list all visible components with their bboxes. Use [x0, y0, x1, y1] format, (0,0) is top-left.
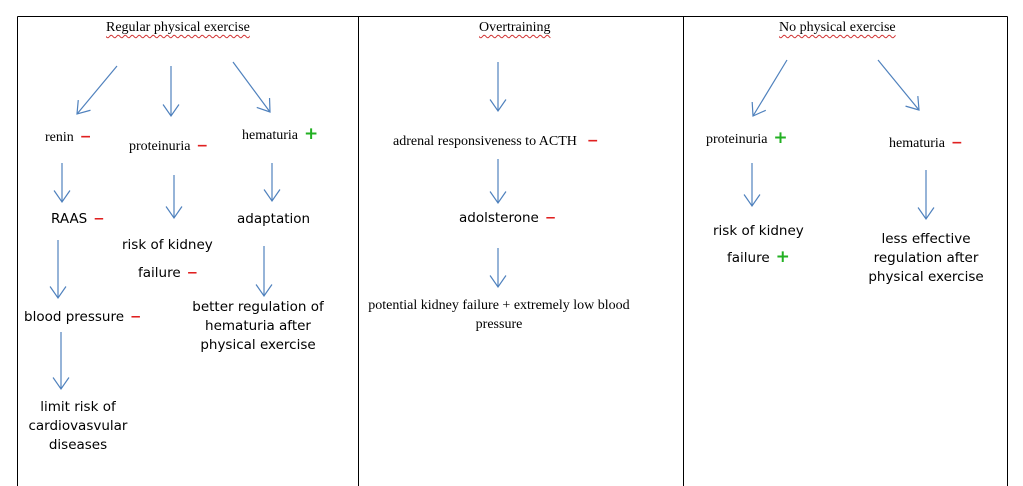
arrow-to-hematuria-noex-icon [877, 59, 920, 111]
minus-sign: − [196, 138, 209, 154]
minus-sign: − [544, 210, 557, 226]
table-border [17, 16, 1008, 486]
node-risk-kidney-noex-line2: failure + [727, 248, 790, 268]
arrow-to-adrenal-icon [489, 62, 507, 113]
arrow-to-hematuria-icon [232, 61, 271, 113]
minus-sign: − [950, 135, 963, 151]
node-blood-pressure: blood pressure− [24, 308, 141, 327]
column-header-no-exercise: No physical exercise [779, 20, 896, 36]
arrow-hematuria-to-less-effective-icon [917, 170, 935, 221]
node-risk-kidney-line2: failure− [138, 264, 198, 283]
minus-sign: − [130, 309, 142, 325]
node-hematuria: hematuria + [242, 125, 318, 145]
node-label: limit risk of cardiovasvular diseases [28, 399, 128, 453]
node-label: proteinuria [129, 139, 191, 154]
arrow-to-proteinuria-icon [162, 66, 180, 118]
node-label: risk of kidney [122, 237, 213, 253]
arrow-adaptation-to-better-regulation-icon [255, 246, 273, 298]
node-better-regulation: better regulation of hematuria after phy… [190, 298, 326, 355]
node-label: adaptation [237, 211, 311, 227]
node-limit-risk: limit risk of cardiovasvular diseases [20, 398, 136, 455]
node-label: failure [138, 265, 181, 281]
minus-sign: − [586, 133, 599, 149]
node-label: failure [727, 250, 770, 266]
node-label: less effective regulation after physical… [868, 231, 984, 285]
plus-sign: + [303, 124, 319, 144]
minus-sign: − [79, 129, 92, 145]
node-label: renin [45, 130, 74, 145]
node-hematuria-noex: hematuria− [889, 134, 963, 153]
column-header-overtraining: Overtraining [479, 20, 551, 36]
arrow-proteinuria-to-risk-noex-icon [743, 163, 761, 208]
node-risk-kidney-noex-line1: risk of kidney [713, 222, 804, 241]
node-adaptation: adaptation [237, 210, 310, 229]
node-label: blood pressure [24, 309, 125, 325]
plus-sign: + [773, 128, 788, 148]
node-less-effective-regulation: less effective regulation after physical… [864, 230, 988, 287]
node-proteinuria: proteinuria− [129, 137, 208, 156]
arrows [49, 59, 935, 391]
plus-sign: + [775, 247, 790, 267]
node-potential-kidney-failure: potential kidney failure + extremely low… [366, 296, 632, 334]
node-label: hematuria [889, 136, 945, 151]
arrow-proteinuria-to-risk-icon [165, 175, 183, 220]
column-header-regular: Regular physical exercise [106, 20, 250, 36]
header-label: Regular physical exercise [106, 20, 250, 35]
arrow-raas-to-blood-pressure-icon [49, 240, 67, 300]
node-label: hematuria [242, 128, 298, 143]
node-label: adolsterone [459, 210, 539, 226]
minus-sign: − [186, 265, 198, 281]
node-label: RAAS [51, 211, 88, 227]
node-adolsterone: adolsterone− [459, 209, 556, 228]
arrow-to-proteinuria-noex-icon [751, 59, 788, 117]
arrow-adolsterone-to-potential-icon [489, 248, 507, 289]
node-proteinuria-noex: proteinuria + [706, 129, 788, 149]
header-label: Overtraining [479, 20, 551, 35]
node-label: proteinuria [706, 132, 768, 147]
header-label: No physical exercise [779, 20, 896, 35]
minus-sign: − [93, 211, 105, 227]
arrow-hematuria-to-adaptation-icon [263, 163, 281, 203]
node-renin: renin− [45, 128, 92, 147]
arrow-blood-pressure-to-limit-risk-icon [52, 332, 70, 391]
arrow-adrenal-to-adolsterone-icon [489, 159, 507, 205]
node-label: better regulation of hematuria after phy… [192, 299, 324, 353]
node-adrenal-responsiveness: adrenal responsiveness to ACTH− [393, 132, 599, 151]
node-label: risk of kidney [713, 223, 804, 239]
node-raas: RAAS− [51, 210, 105, 229]
node-label: adrenal responsiveness to ACTH [393, 134, 577, 149]
node-label: potential kidney failure + extremely low… [368, 298, 630, 332]
node-risk-kidney-line1: risk of kidney [122, 236, 213, 255]
arrow-renin-to-raas-icon [53, 163, 71, 204]
arrow-to-renin-icon [76, 65, 118, 115]
